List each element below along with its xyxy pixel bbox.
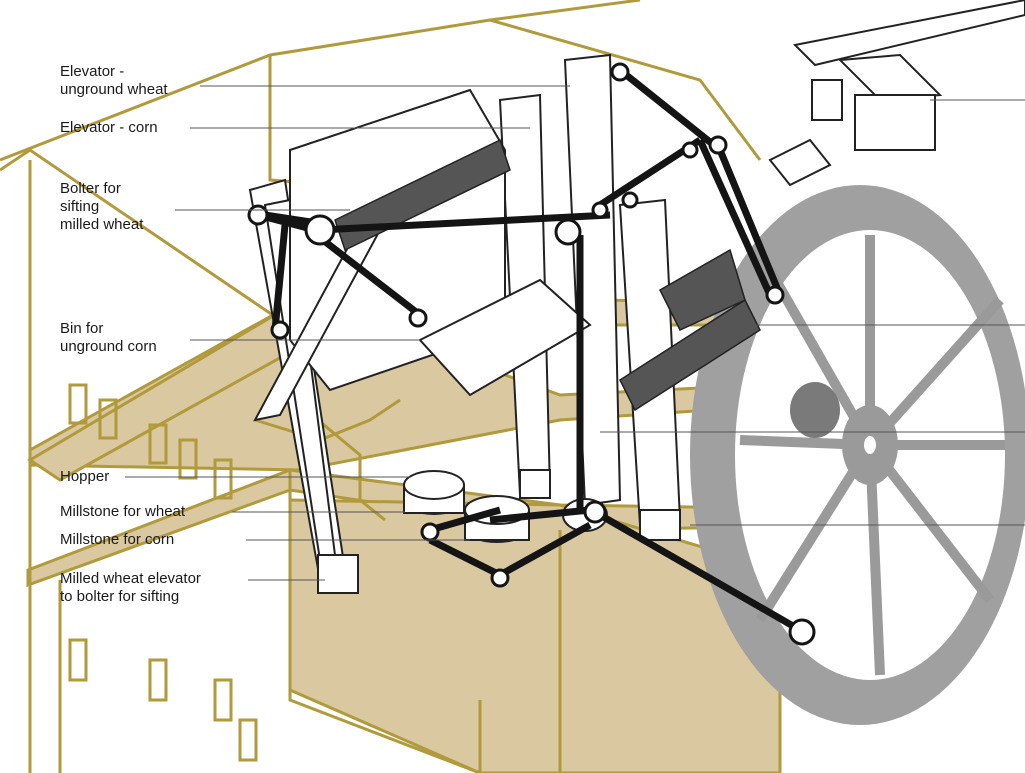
label-hopper: Hopper [60, 468, 110, 485]
label-bin-unground-corn: Bin for unground corn [60, 320, 157, 355]
label-millstone-corn: Millstone for corn [60, 531, 175, 548]
label-elevator-corn: Elevator - corn [60, 119, 158, 136]
building-floors [26, 298, 902, 773]
leader-lines [125, 85, 1025, 581]
label-milled-wheat-elevator: Milled wheat elevator to bolter for sift… [60, 570, 201, 605]
building-walls [0, 0, 782, 773]
label-bolter: Bolter for sifting milled wheat [60, 180, 144, 233]
water-flume [768, 0, 1025, 187]
label-elevator-unground-wheat: Elevator - unground wheat [60, 63, 168, 98]
water-wheel [690, 185, 1025, 725]
bolter-screws [334, 138, 761, 412]
label-millstone-wheat: Millstone for wheat [60, 503, 186, 520]
pulleys [247, 62, 816, 646]
